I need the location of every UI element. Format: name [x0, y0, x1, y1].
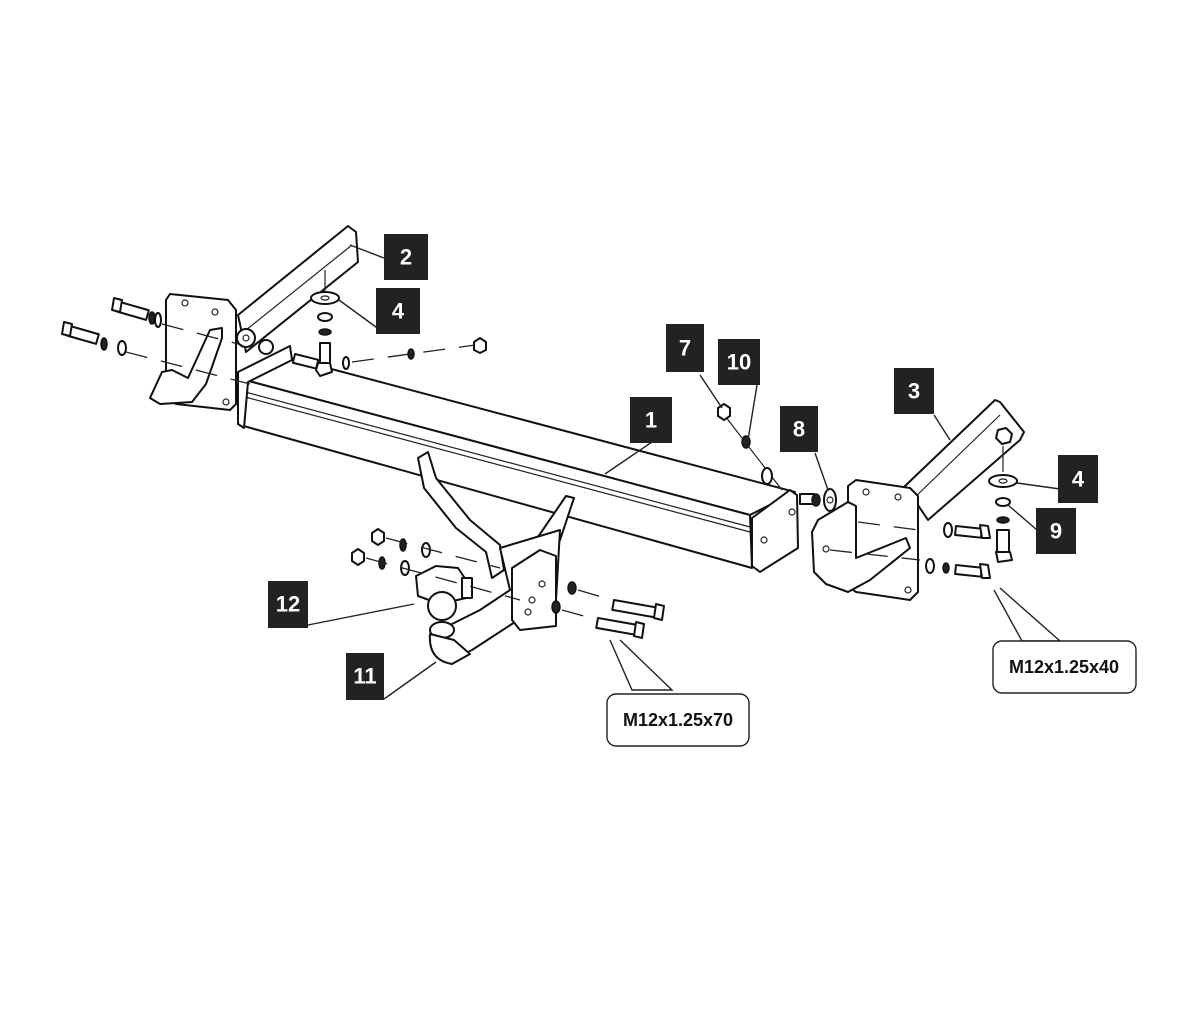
tow-hitch	[415, 451, 575, 665]
part-label-4b: 4	[1058, 455, 1098, 503]
part-label-text: 11	[353, 664, 376, 689]
part-label-7: 7	[666, 324, 704, 372]
part-label-text: 9	[1050, 519, 1062, 544]
part-label-10: 10	[718, 339, 760, 385]
part-label-text: 3	[908, 379, 920, 404]
part-label-text: 7	[679, 336, 691, 361]
hitch-bolts	[351, 528, 665, 639]
part-label-12: 12	[268, 581, 308, 628]
part-label-1: 1	[630, 397, 672, 443]
bolt-callout-text: M12x1.25x40	[1009, 657, 1119, 677]
part-label-3: 3	[894, 368, 934, 414]
part-label-4a: 4	[376, 288, 420, 334]
right-side-bracket	[811, 399, 1025, 601]
main-crossbar	[237, 345, 799, 573]
part-label-text: 2	[400, 245, 412, 270]
bolt-callout-70: M12x1.25x70	[606, 693, 750, 747]
part-label-text: 12	[276, 592, 300, 617]
left-side-bracket	[149, 225, 359, 411]
part-label-text: 1	[645, 408, 657, 433]
part-label-text: 4	[392, 299, 405, 324]
middle-fasteners	[717, 403, 837, 512]
leader-lines	[307, 244, 1062, 700]
part-label-text: 4	[1072, 467, 1085, 492]
bolt-callout-40: M12x1.25x40	[992, 640, 1137, 694]
right-fasteners	[925, 446, 1018, 579]
part-label-2: 2	[384, 234, 428, 280]
left-bolts	[61, 297, 251, 385]
part-label-11: 11	[346, 653, 384, 700]
part-label-text: 8	[793, 417, 805, 442]
part-label-9: 9	[1036, 508, 1076, 554]
part-label-text: 10	[727, 350, 751, 375]
part-label-8: 8	[780, 406, 818, 452]
left-vertical-fastener	[291, 270, 487, 377]
bolt-callout-text: M12x1.25x70	[623, 710, 733, 730]
